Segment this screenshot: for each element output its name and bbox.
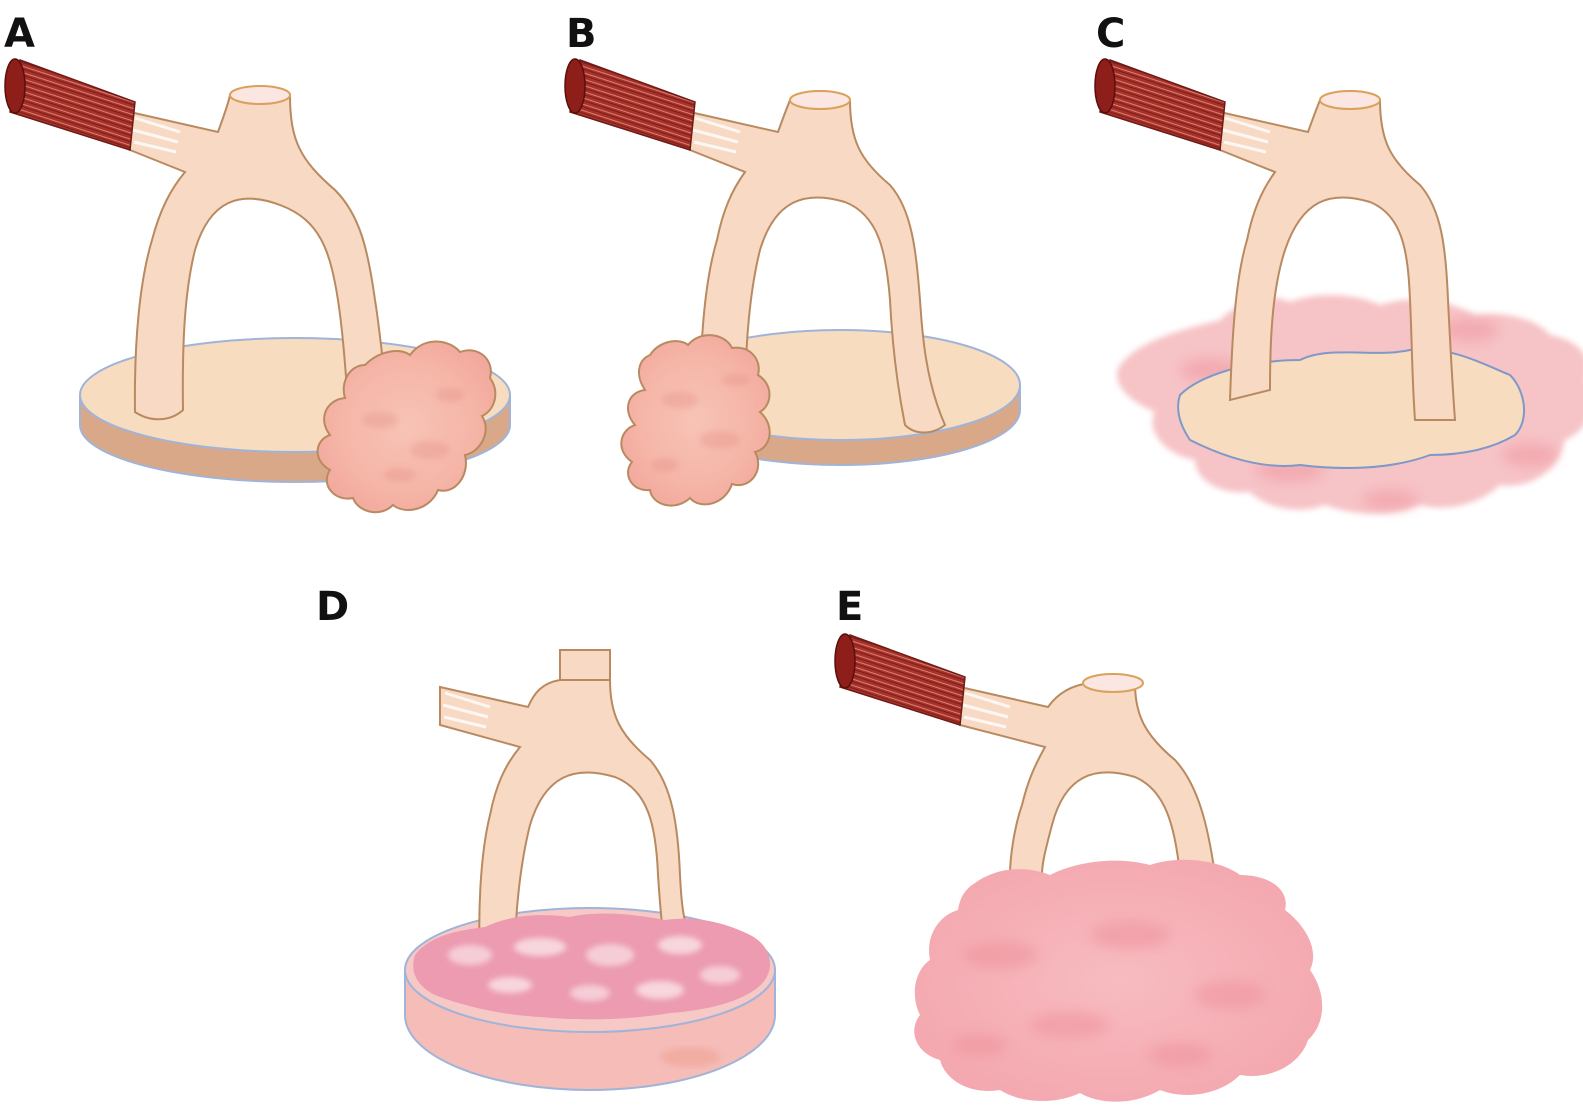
panel-e: E <box>830 575 1350 1095</box>
tendon-bifurcation <box>960 674 1215 875</box>
panel-d-drawing <box>310 575 830 1115</box>
panel-label: A <box>4 14 34 54</box>
swelling <box>1117 295 1583 514</box>
panel-d: D <box>310 575 830 1095</box>
panel-e-drawing <box>830 575 1370 1115</box>
panel-label: B <box>566 14 596 54</box>
panel-a: A <box>0 0 520 520</box>
panel-label: C <box>1096 14 1124 54</box>
tissue-mass <box>914 860 1322 1102</box>
panel-label: E <box>836 587 862 627</box>
muscle-stump <box>1095 59 1225 150</box>
lesion <box>621 335 769 505</box>
muscle-stump <box>565 59 695 150</box>
panel-c-drawing <box>1090 0 1583 520</box>
panel-b: B <box>560 0 1080 520</box>
panel-a-drawing <box>0 0 520 520</box>
muscle-stump <box>835 634 965 725</box>
panel-label: D <box>316 587 348 627</box>
panel-c: C <box>1090 0 1583 520</box>
muscle-stump <box>5 59 135 150</box>
panel-b-drawing <box>560 0 1080 520</box>
